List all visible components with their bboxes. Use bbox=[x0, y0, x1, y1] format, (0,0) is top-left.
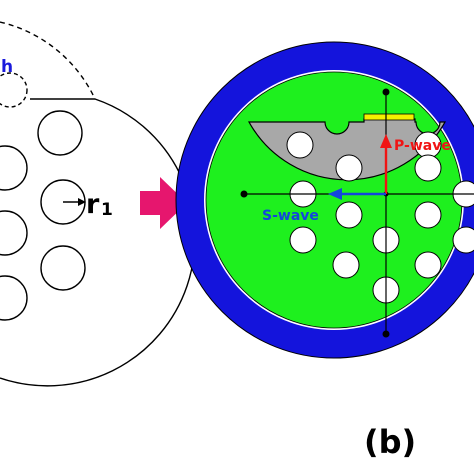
core-hole bbox=[332, 251, 360, 279]
s-wave-label: S-wave bbox=[262, 208, 319, 224]
left-cross-section: r 1 h bbox=[0, 21, 196, 387]
p-wave-label: P-wave bbox=[394, 138, 451, 154]
core-hole bbox=[414, 201, 442, 229]
p-wave-arrowhead bbox=[380, 134, 392, 148]
left-hole bbox=[40, 245, 86, 291]
core-hole bbox=[335, 201, 363, 229]
core-hole bbox=[286, 131, 314, 159]
sensor-layer bbox=[363, 113, 415, 121]
core-hole bbox=[335, 154, 363, 182]
core-hole bbox=[414, 154, 442, 182]
left-removed-hole bbox=[0, 72, 28, 108]
axis-end-left bbox=[240, 190, 248, 198]
left-hole bbox=[0, 275, 28, 321]
left-outline-dashed bbox=[0, 21, 96, 100]
core-hole bbox=[452, 226, 474, 254]
axis-end-bottom bbox=[382, 330, 390, 338]
radius-label: r bbox=[86, 189, 100, 220]
label-h: h bbox=[1, 57, 13, 77]
panel-label-b: (b) bbox=[364, 423, 416, 461]
transition-arrow-icon bbox=[140, 177, 187, 229]
core-hole bbox=[414, 251, 442, 279]
axis-end-top bbox=[382, 88, 390, 96]
s-wave-arrowhead bbox=[328, 188, 342, 200]
left-outline-solid bbox=[0, 98, 196, 387]
left-hole bbox=[37, 110, 83, 156]
inner-ring bbox=[205, 71, 463, 329]
left-hole bbox=[0, 145, 28, 191]
core-hole bbox=[289, 226, 317, 254]
left-hole bbox=[0, 210, 28, 256]
radius-label-subscript: 1 bbox=[101, 200, 113, 220]
radius-arrowhead bbox=[78, 198, 86, 206]
right-cross-section: P-wave S-wave bbox=[175, 41, 474, 359]
